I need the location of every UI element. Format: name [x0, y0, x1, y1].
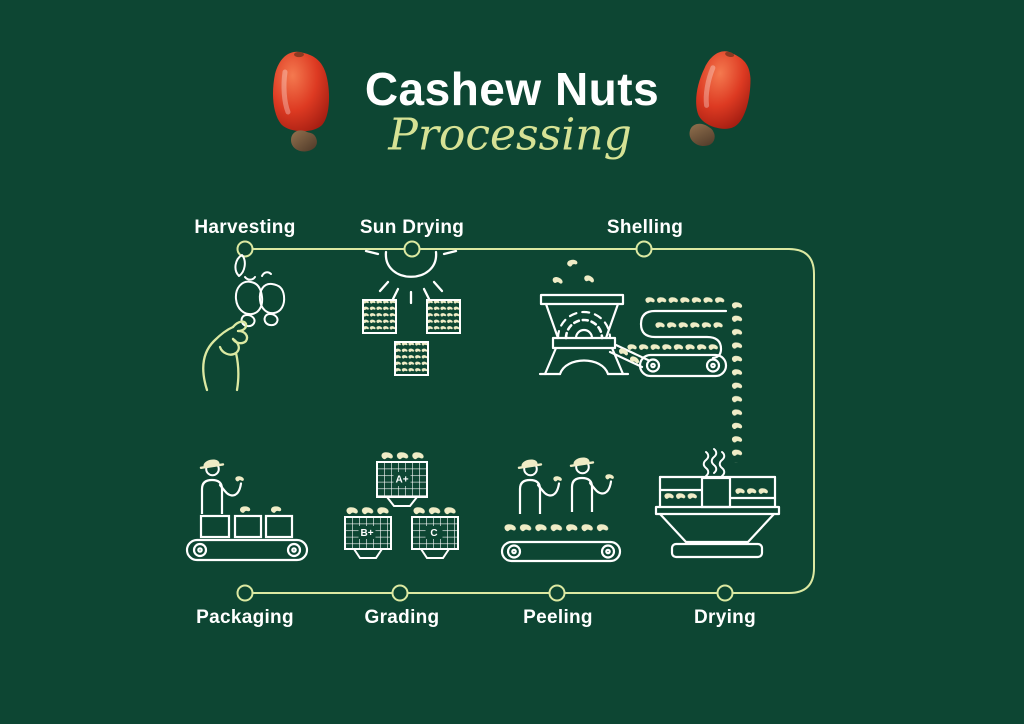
stage-nodes [236, 240, 734, 602]
cashew-flow-column [731, 299, 744, 463]
worker-icon [519, 460, 562, 514]
grading-sieve-c: C [411, 516, 459, 559]
grade-label: B+ [360, 528, 373, 539]
grading-sieve-a: A+ [376, 461, 428, 507]
stage-label-drying: Drying [694, 607, 756, 628]
cashew-apple-photo-left [273, 51, 330, 152]
title-main: Cashew Nuts [364, 63, 660, 115]
stage-node [403, 240, 421, 258]
drying-tray [394, 341, 429, 376]
stage-node [236, 240, 254, 258]
workers-peeling-conveyor-icon [500, 458, 622, 563]
grade-label: A+ [395, 475, 408, 486]
grading-sieve-b: B+ [344, 516, 392, 559]
title-script: Processing [388, 109, 632, 161]
stage-label-packaging: Packaging [196, 607, 294, 628]
grade-label: C [430, 528, 437, 539]
hand-picking-cashew-icon [202, 254, 286, 392]
worker-packing-boxes-icon [185, 460, 309, 562]
drying-tray [426, 299, 461, 334]
stage-label-peeling: Peeling [523, 607, 593, 628]
stage-node [236, 584, 254, 602]
process-flow-line [245, 248, 815, 594]
shelling-machine-conveyor-icon [538, 258, 744, 463]
stage-node [635, 240, 653, 258]
sun-over-drying-trays-icon [362, 249, 461, 376]
stage-label-harvesting: Harvesting [194, 217, 296, 238]
stage-node [548, 584, 566, 602]
stage-node [716, 584, 734, 602]
cashew-apple-photo-right [689, 51, 751, 147]
steam-dryer-machine-icon [654, 448, 781, 559]
grading-sieves-icon: A+ B+ C [344, 452, 460, 559]
stage-label-grading: Grading [364, 607, 440, 628]
stage-node [391, 584, 409, 602]
drying-tray [362, 299, 397, 334]
stage-label-sun-drying: Sun Drying [359, 217, 465, 238]
worker-icon [201, 460, 244, 514]
sun-icon [364, 249, 458, 305]
worker-icon [571, 458, 614, 512]
stage-label-shelling: Shelling [606, 217, 684, 238]
